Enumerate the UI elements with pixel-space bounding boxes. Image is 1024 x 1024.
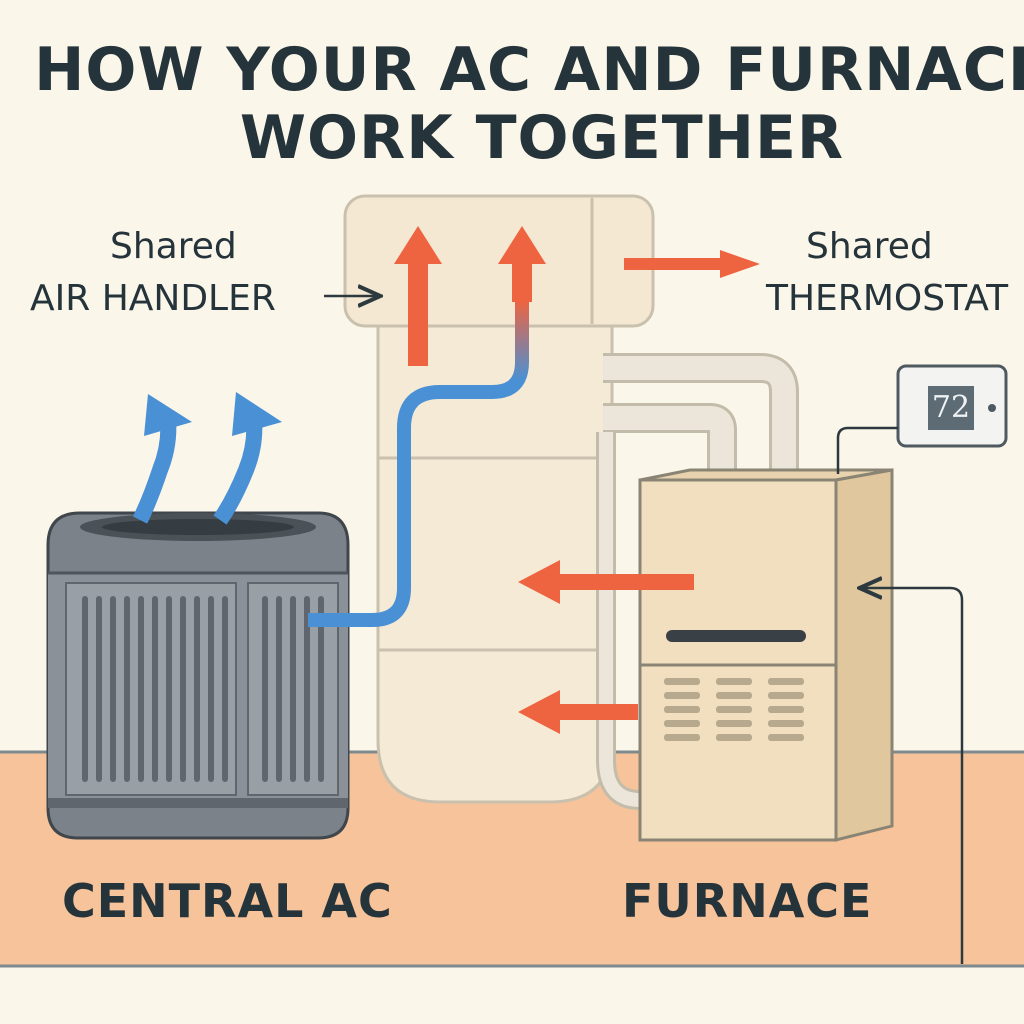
arrow-to-thermostat (624, 250, 760, 278)
furnace-vent-slot (664, 706, 700, 713)
ac-grille-slat (96, 596, 102, 782)
furnace-vent-slot (664, 692, 700, 699)
ac-grille (82, 596, 324, 782)
furnace-vent-slot (768, 734, 804, 741)
furnace-vent-slot (716, 720, 752, 727)
ac-grille-slat (166, 596, 172, 782)
thermostat-label-line-2: THERMOSTAT (766, 278, 1009, 319)
ac-grille-slat (318, 596, 324, 782)
furnace-vent-slot (768, 720, 804, 727)
thermostat-readout: 72 (931, 390, 971, 425)
furnace-vent-slot (664, 678, 700, 685)
central-ac-unit (46, 511, 350, 840)
air-handler-label-line-2: AIR HANDLER (30, 278, 276, 319)
ac-grille-slat (222, 596, 228, 782)
central-ac-label: CENTRAL AC (62, 874, 393, 928)
cool-air-arrows (132, 392, 282, 525)
ac-grille-slat (138, 596, 144, 782)
furnace-vent-slot (716, 692, 752, 699)
furnace-vent-slot (768, 706, 804, 713)
ac-grille-slat (124, 596, 130, 782)
heat-flow-arrows (518, 560, 694, 734)
ac-grille-slat (304, 596, 310, 782)
ac-grille-slat (194, 596, 200, 782)
thermostat (896, 364, 1008, 448)
furnace-vent-slot (716, 706, 752, 713)
furnace-vent-slot (716, 734, 752, 741)
furnace-label: FURNACE (622, 874, 873, 928)
ac-grille-slat (110, 596, 116, 782)
furnace-unit (638, 468, 894, 842)
control-wiring (836, 426, 964, 964)
ac-grille-slat (152, 596, 158, 782)
furnace-vent-slot (768, 678, 804, 685)
furnace-vent-slot (716, 678, 752, 685)
furnace-vents (664, 678, 804, 741)
ac-grille-slat (180, 596, 186, 782)
title-line-1: HOW YOUR AC AND FURNACE (34, 35, 1024, 105)
furnace-duct-pipes (596, 353, 799, 810)
furnace-vent-slot (768, 692, 804, 699)
ac-grille-slat (208, 596, 214, 782)
ac-grille-slat (290, 596, 296, 782)
thermostat-label-line-1: Shared (806, 226, 933, 267)
furnace-vent-slot (664, 734, 700, 741)
furnace-vent-slot (664, 720, 700, 727)
air-handler (343, 194, 655, 804)
air-handler-label-line-1: Shared (110, 226, 237, 267)
ac-grille-slat (262, 596, 268, 782)
ac-grille-slat (82, 596, 88, 782)
hot-air-up-arrows (394, 226, 546, 366)
ac-grille-slat (276, 596, 282, 782)
refrigerant-line (308, 300, 529, 627)
title-line-2: WORK TOGETHER (239, 103, 845, 173)
